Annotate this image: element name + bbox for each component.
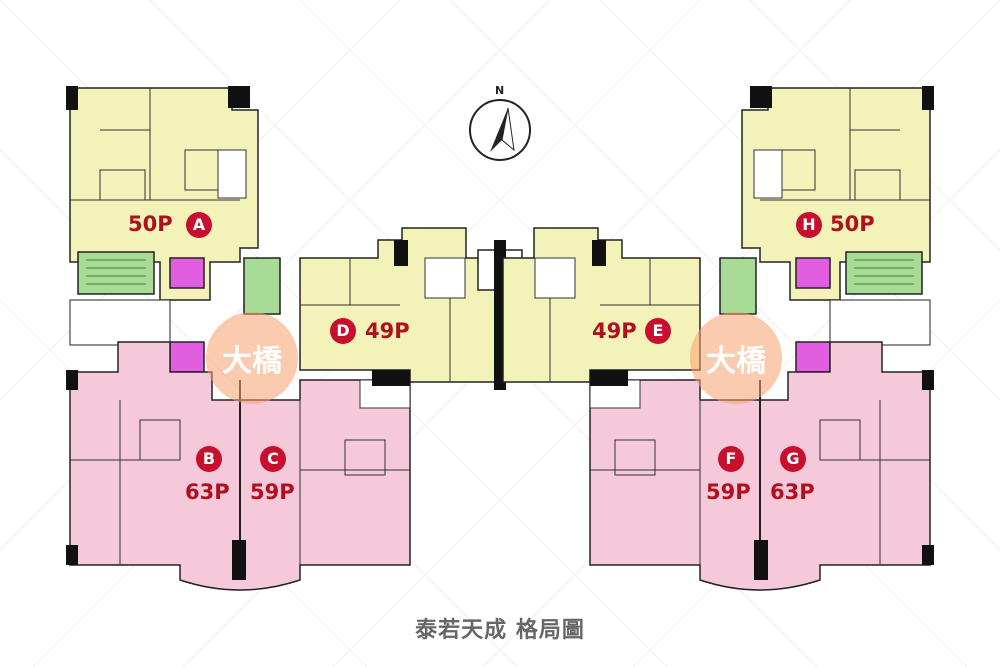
elevator-b <box>169 341 205 373</box>
plan-caption: 泰若天成 格局圖 <box>415 618 585 643</box>
unit-f-size: 59P <box>706 480 751 504</box>
unit-b-badge: B <box>196 446 222 472</box>
unit-d-size: 49P <box>365 319 410 343</box>
unit-e-size: 49P <box>592 319 637 343</box>
unit-bc-area <box>69 341 411 591</box>
elevator-a <box>169 257 205 289</box>
unit-a-area <box>69 87 259 301</box>
unit-c-size: 59P <box>250 480 295 504</box>
north-arrow-icon <box>469 99 531 161</box>
unit-a-size: 50P <box>128 212 173 236</box>
stair-e <box>719 257 757 315</box>
watermark-logo-left: 大橋 <box>206 312 298 404</box>
unit-e-badge: E <box>645 318 671 344</box>
unit-h-badge: H <box>796 212 822 238</box>
stair-a <box>77 251 155 295</box>
elevator-h <box>795 257 831 289</box>
unit-g-size: 63P <box>770 480 815 504</box>
structural-columns <box>66 86 934 580</box>
unit-a-badge: A <box>186 212 212 238</box>
unit-b-size: 63P <box>185 480 230 504</box>
unit-c-badge: C <box>260 446 286 472</box>
unit-d-badge: D <box>330 318 356 344</box>
unit-h-area <box>741 87 931 301</box>
unit-fg-area <box>589 341 931 591</box>
unit-f-badge: F <box>718 446 744 472</box>
unit-d-area <box>299 227 498 383</box>
unit-h-size: 50P <box>830 212 875 236</box>
unit-g-badge: G <box>780 446 806 472</box>
north-label: N <box>495 84 505 97</box>
watermark-logo-right: 大橋 <box>690 312 782 404</box>
stair-h <box>845 251 923 295</box>
stair-d <box>243 257 281 315</box>
elevator-g <box>795 341 831 373</box>
